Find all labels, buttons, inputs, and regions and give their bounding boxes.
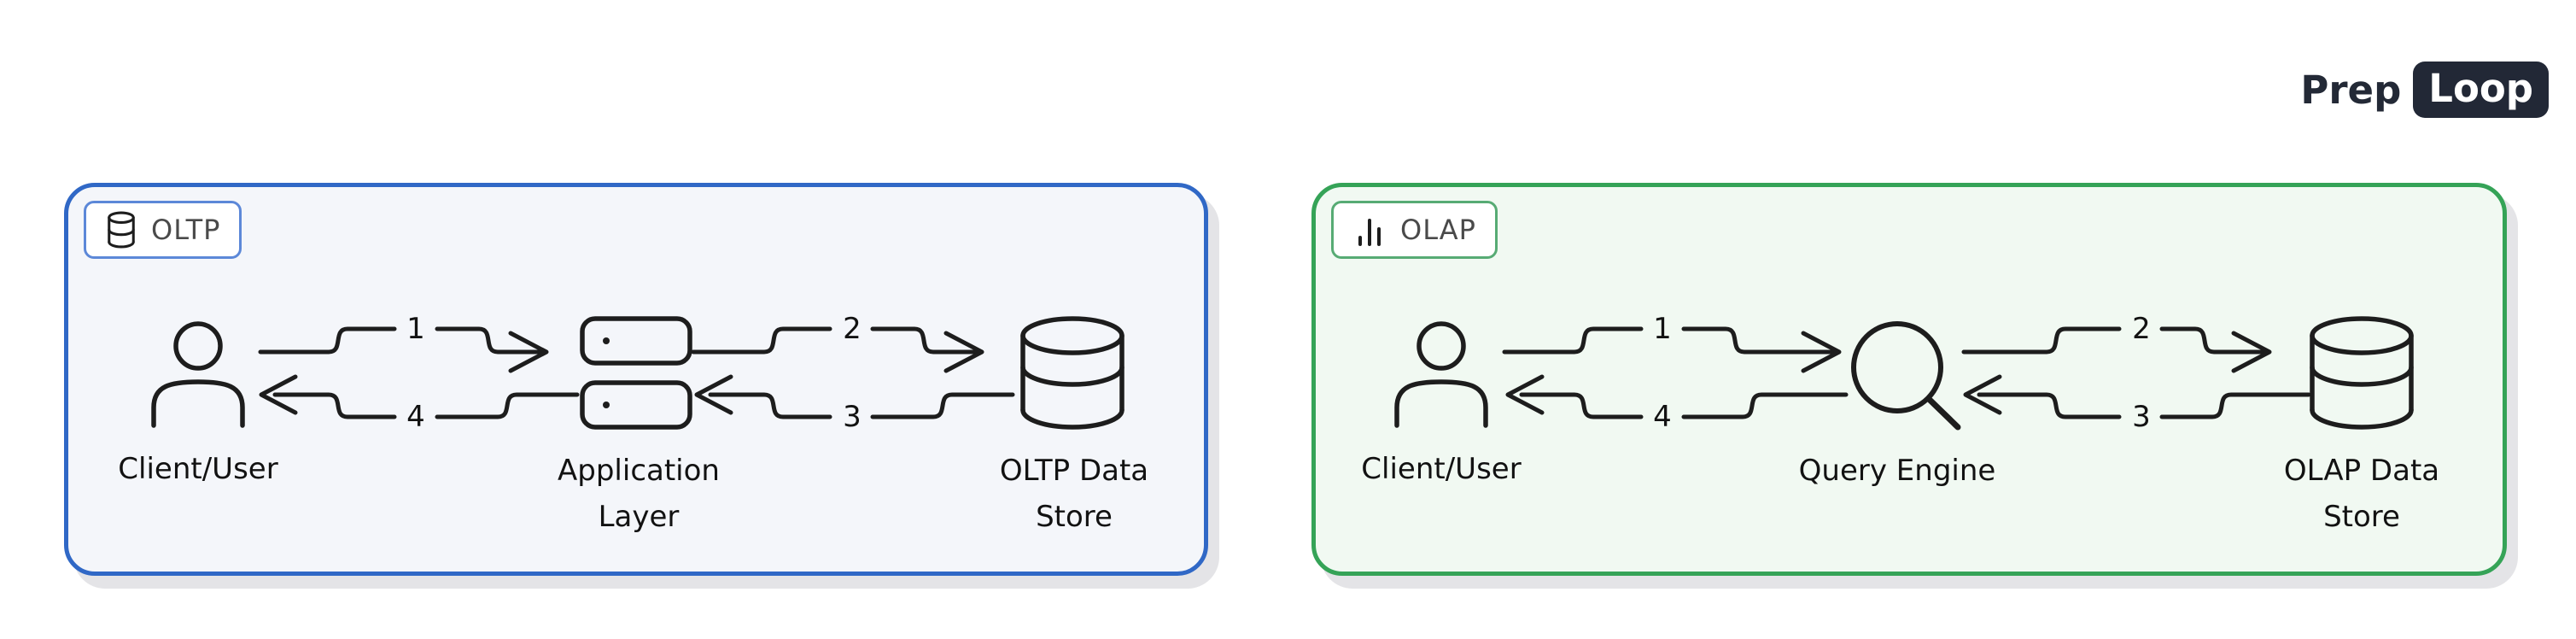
oltp-badge-label: OLTP [151, 214, 221, 246]
oltp-badge: OLTP [84, 201, 242, 259]
prep-loop-header: Prep Loop [2300, 62, 2549, 118]
database-icon [108, 211, 135, 249]
oltp-panel: OLTP [64, 183, 1208, 576]
bar-chart-icon [1358, 219, 1381, 246]
prep-label: Prep [2300, 67, 2402, 113]
olap-panel: OLAP [1311, 183, 2507, 576]
loop-badge: Loop [2413, 62, 2549, 118]
olap-badge: OLAP [1331, 201, 1498, 259]
olap-badge-label: OLAP [1400, 214, 1476, 246]
